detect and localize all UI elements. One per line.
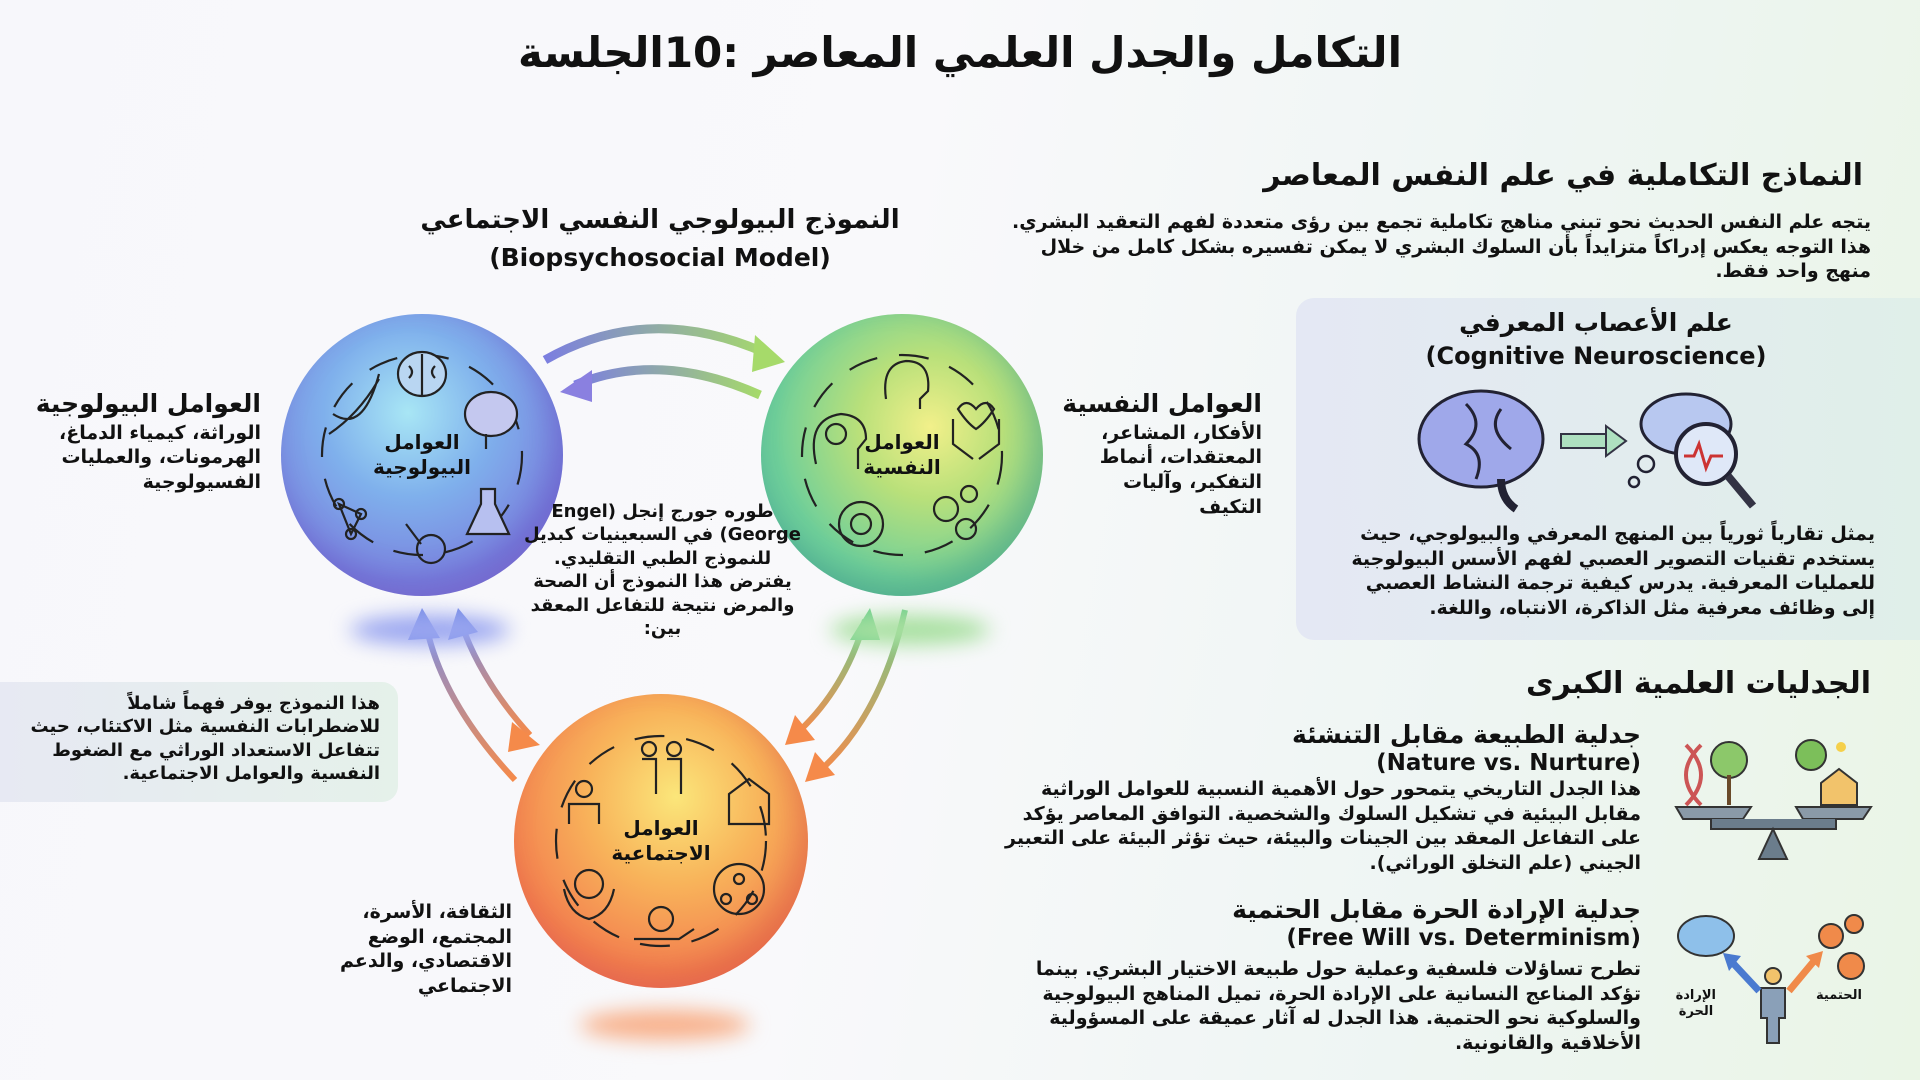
cn-title-en: (Cognitive Neuroscience): [1425, 342, 1767, 370]
gears-icon: [932, 484, 979, 541]
psych-factors-label: العوامل النفسية الأفكار، المشاعر، المعتق…: [1062, 388, 1262, 519]
arrow-right-icon: [1560, 424, 1628, 458]
model-title-en: (Biopsychosocial Model): [489, 243, 831, 272]
psych-sphere-label: العوامل النفسية: [863, 430, 941, 479]
free-will-label: الإرادة الحرة: [1675, 988, 1716, 1019]
model-title: النموذج البيولوجي النفسي الاجتماعي: [420, 205, 900, 235]
magnifier-icon: [1674, 422, 1757, 509]
integrative-intro: يتجه علم النفس الحديث نحو تبني مناهج تكا…: [1012, 211, 1871, 283]
tree-icon: [1710, 741, 1748, 805]
bio-icons: [320, 350, 524, 565]
gear-icon: [837, 500, 885, 548]
heart-hands-icon: [951, 401, 1001, 460]
social-sphere-label: العوامل الاجتماعية: [611, 816, 711, 865]
money-hands-icon: [562, 868, 616, 921]
scale-pans: [1674, 806, 1873, 820]
nature-desc: هذا الجدل التاريخي يتمحور حول الأهمية ال…: [1005, 778, 1641, 875]
psych-factors-desc: الأفكار، المشاعر، المعتقدات، أنماط التفك…: [1099, 421, 1262, 518]
integrative-heading: النماذج التكاملية في علم النفس المعاصر: [1263, 158, 1863, 193]
cn-title: علم الأعصاب المعرفي: [1459, 308, 1733, 337]
freewill-title: جدلية الإرادة الحرة مقابل الحتمية: [1232, 895, 1641, 924]
freewill-desc: تطرح تساؤلات فلسفية وعملية حول طبيعة الا…: [1035, 958, 1641, 1055]
cn-desc: يمثل تقارباً ثورياً بين المنهج المعرفي و…: [1351, 523, 1875, 620]
group-icon: [567, 779, 601, 824]
psych-icons: [800, 353, 1004, 557]
social-factors-desc: الثقافة، الأسرة، المجتمع، الوضع الاقتصاد…: [339, 901, 512, 998]
arrow-determinism: [1786, 958, 1817, 994]
bio-factors-heading: العوامل البيولوجية: [35, 389, 261, 418]
gears-icon: [1818, 914, 1865, 980]
engel-text: طوره جورج إنجل (Engel George) في السبعين…: [523, 501, 802, 639]
person-icon: [1760, 967, 1786, 1044]
nature-nurture-scale-icon: [1674, 739, 1873, 860]
bio-sphere-label: العوامل البيولوجية: [373, 430, 471, 479]
house-icon: [1795, 739, 1858, 806]
flask-icon: [465, 487, 511, 536]
page-title: التكامل والجدل العلمي المعاصر :10الجلسة: [518, 28, 1402, 77]
cloud-icon: [1677, 915, 1735, 957]
money-hand-icon: [634, 905, 695, 941]
brain-icon: [396, 350, 448, 398]
bio-factors-label: العوامل البيولوجية الوراثة، كيمياء الدما…: [1, 388, 261, 495]
head-brain-icon: [812, 412, 868, 469]
social-shadow: [580, 1010, 750, 1040]
model-note-box: هذا النموذج يوفر فهماً شاملاً للاضطرابات…: [0, 682, 398, 802]
arrow-free-will: [1728, 958, 1762, 994]
determinism-label: الحتمية: [1816, 988, 1862, 1003]
bio-shadow: [350, 615, 510, 645]
dna-icon: [1684, 743, 1703, 807]
freewill-title-en: (Free Will vs. Determinism): [1286, 925, 1641, 951]
arrow-psych-to-bio: [560, 365, 762, 402]
nature-title-en: (Nature vs. Nurture): [1376, 750, 1641, 776]
head-icon: [884, 359, 930, 409]
bio-sphere[interactable]: العوامل البيولوجية: [281, 314, 563, 596]
family-icon: [640, 740, 683, 794]
community-icon: [712, 862, 766, 916]
brain-side-icon: [463, 390, 519, 449]
bio-factors-desc: الوراثة، كيمياء الدماغ، الهرمونات، والعم…: [59, 421, 261, 493]
freewill-determinism-icon: [1677, 914, 1865, 1044]
microscope-icon: [405, 523, 447, 565]
social-sphere[interactable]: العوامل الاجتماعية: [514, 694, 808, 988]
psych-sphere[interactable]: العوامل النفسية: [761, 314, 1043, 596]
brain-icon: [1417, 389, 1545, 513]
psych-shadow: [830, 615, 990, 645]
nature-title: جدلية الطبيعة مقابل التنشئة: [1291, 720, 1641, 749]
scale-base: [1710, 819, 1837, 860]
cn-illustration: [1417, 389, 1757, 513]
building-icon: [727, 777, 771, 826]
dna-icon: [328, 373, 381, 435]
debates-heading: الجدليات العلمية الكبرى: [1526, 666, 1871, 701]
cognitive-neuroscience-card: علم الأعصاب المعرفي (Cognitive Neuroscie…: [1296, 298, 1920, 640]
arrow-bio-to-psych: [542, 324, 785, 372]
molecule-icon: [332, 497, 368, 541]
psych-factors-heading: العوامل النفسية: [1062, 389, 1262, 418]
social-icons: [554, 734, 771, 948]
